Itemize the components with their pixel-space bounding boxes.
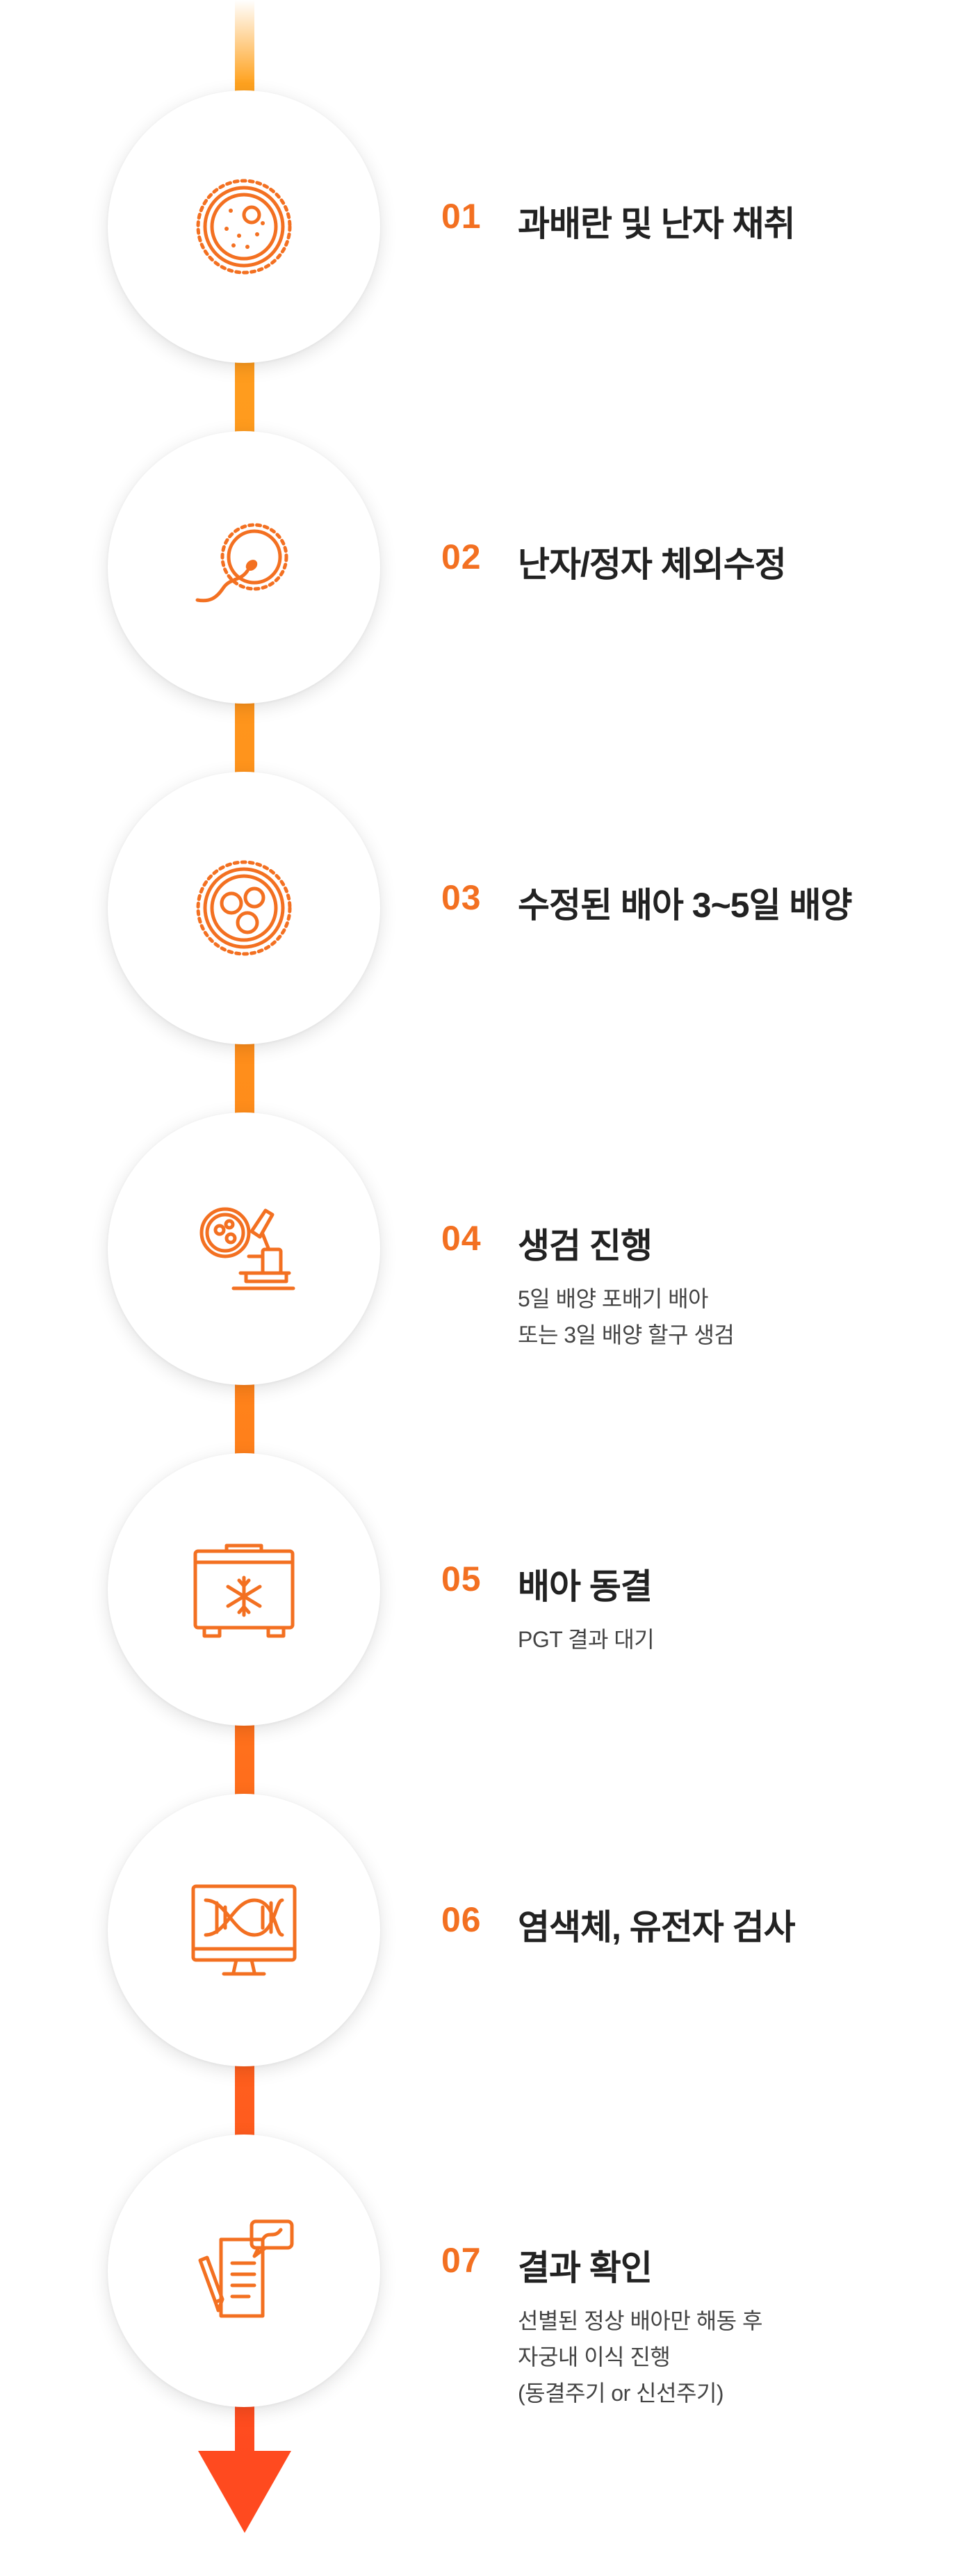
step-text: 06 염색체, 유전자 검사 bbox=[441, 1899, 796, 1950]
step-description-line: 선별된 정상 배아만 해동 후 bbox=[518, 2308, 762, 2333]
step-description: 선별된 정상 배아만 해동 후 자궁내 이식 진행 (동결주기 or 신선주기) bbox=[518, 2303, 762, 2411]
step-text: 01 과배란 및 난자 채취 bbox=[441, 196, 796, 246]
step-01: 01 과배란 및 난자 채취 bbox=[0, 90, 973, 368]
report-document-icon bbox=[198, 2219, 294, 2318]
step-07: 07 결과 확인 선별된 정상 배아만 해동 후 자궁내 이식 진행 (동결주기 … bbox=[0, 2134, 973, 2413]
step-title: 결과 확인 bbox=[518, 2249, 653, 2287]
step-icon-circle bbox=[108, 431, 380, 704]
step-icon-circle bbox=[108, 1794, 380, 2066]
step-description-line: 또는 3일 배양 할구 생검 bbox=[518, 1322, 735, 1347]
step-number: 01 bbox=[441, 197, 482, 236]
step-number: 03 bbox=[441, 878, 482, 917]
sperm-egg-icon bbox=[195, 523, 288, 603]
step-title: 배아 동결 bbox=[518, 1567, 653, 1606]
step-number: 05 bbox=[441, 1560, 482, 1598]
dna-monitor-icon bbox=[191, 1884, 297, 1976]
step-06: 06 염색체, 유전자 검사 bbox=[0, 1794, 973, 2072]
step-icon-circle bbox=[108, 2134, 380, 2407]
step-05: 05 배아 동결 PGT 결과 대기 bbox=[0, 1453, 973, 1731]
step-description-line: 5일 배양 포배기 배아 bbox=[518, 1286, 709, 1311]
step-02: 02 난자/정자 체외수정 bbox=[0, 431, 973, 709]
step-icon-circle bbox=[108, 1453, 380, 1726]
step-text: 04 생검 진행 5일 배양 포배기 배아 또는 3일 배양 할구 생검 bbox=[441, 1218, 735, 1353]
step-text: 03 수정된 배아 3~5일 배양 bbox=[441, 877, 852, 927]
step-number: 07 bbox=[441, 2241, 482, 2280]
step-text: 05 배아 동결 PGT 결과 대기 bbox=[441, 1559, 655, 1658]
step-description: PGT 결과 대기 bbox=[518, 1621, 655, 1658]
timeline-arrow-down-icon bbox=[198, 2451, 291, 2533]
step-number: 02 bbox=[441, 537, 482, 576]
step-icon-circle bbox=[108, 1112, 380, 1385]
step-title: 생검 진행 bbox=[518, 1226, 653, 1265]
freezer-icon bbox=[193, 1544, 295, 1638]
step-description-line: (동결주기 or 신선주기) bbox=[518, 2381, 724, 2406]
step-icon-circle bbox=[108, 772, 380, 1044]
step-03: 03 수정된 배아 3~5일 배양 bbox=[0, 772, 973, 1050]
step-title: 수정된 배아 3~5일 배양 bbox=[518, 886, 852, 925]
step-description-line: PGT 결과 대기 bbox=[518, 1627, 655, 1652]
step-description: 5일 배양 포배기 배아 또는 3일 배양 할구 생검 bbox=[518, 1281, 735, 1353]
step-title: 난자/정자 체외수정 bbox=[518, 545, 787, 584]
step-text: 02 난자/정자 체외수정 bbox=[441, 537, 787, 587]
step-text: 07 결과 확인 선별된 정상 배아만 해동 후 자궁내 이식 진행 (동결주기 … bbox=[441, 2240, 762, 2411]
step-description-line: 자궁내 이식 진행 bbox=[518, 2344, 671, 2370]
embryo-cells-icon bbox=[196, 860, 292, 956]
step-number: 06 bbox=[441, 1900, 482, 1939]
step-icon-circle bbox=[108, 90, 380, 363]
step-title: 염색체, 유전자 검사 bbox=[518, 1908, 796, 1947]
step-number: 04 bbox=[441, 1219, 482, 1258]
step-04: 04 생검 진행 5일 배양 포배기 배아 또는 3일 배양 할구 생검 bbox=[0, 1112, 973, 1391]
step-title: 과배란 및 난자 채취 bbox=[518, 204, 796, 243]
egg-cell-icon bbox=[196, 179, 292, 275]
microscope-icon bbox=[199, 1207, 295, 1290]
